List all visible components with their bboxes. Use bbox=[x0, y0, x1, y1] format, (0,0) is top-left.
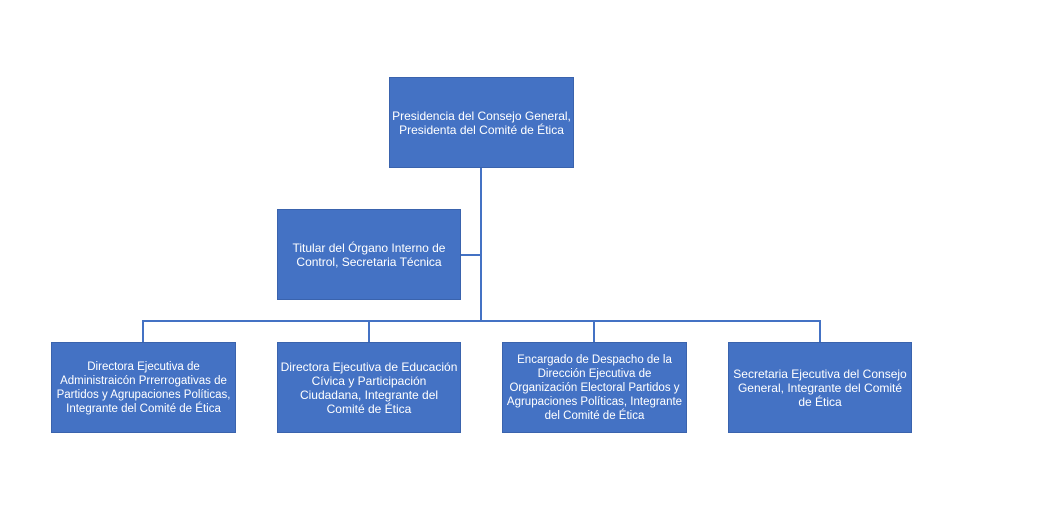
node-direccion-educacion-civica: Directora Ejecutiva de Educación Cívica … bbox=[277, 342, 461, 433]
node-label: Encargado de Despacho de la Dirección Ej… bbox=[506, 353, 683, 422]
node-organo-interno-control: Titular del Órgano Interno de Control, S… bbox=[277, 209, 461, 300]
node-direccion-organizacion-electoral: Encargado de Despacho de la Dirección Ej… bbox=[502, 342, 687, 433]
node-secretaria-ejecutiva: Secretaria Ejecutiva del Consejo General… bbox=[728, 342, 912, 433]
node-presidencia: Presidencia del Consejo General, Preside… bbox=[389, 77, 574, 168]
node-label: Titular del Órgano Interno de Control, S… bbox=[292, 240, 446, 269]
node-label: Directora Ejecutiva de Administraicón Pr… bbox=[56, 360, 231, 415]
node-direccion-prerrogativas: Directora Ejecutiva de Administraicón Pr… bbox=[51, 342, 236, 433]
node-label: Directora Ejecutiva de Educación Cívica … bbox=[280, 359, 458, 416]
node-label: Presidencia del Consejo General, Preside… bbox=[392, 108, 571, 137]
node-label: Secretaria Ejecutiva del Consejo General… bbox=[733, 366, 907, 409]
